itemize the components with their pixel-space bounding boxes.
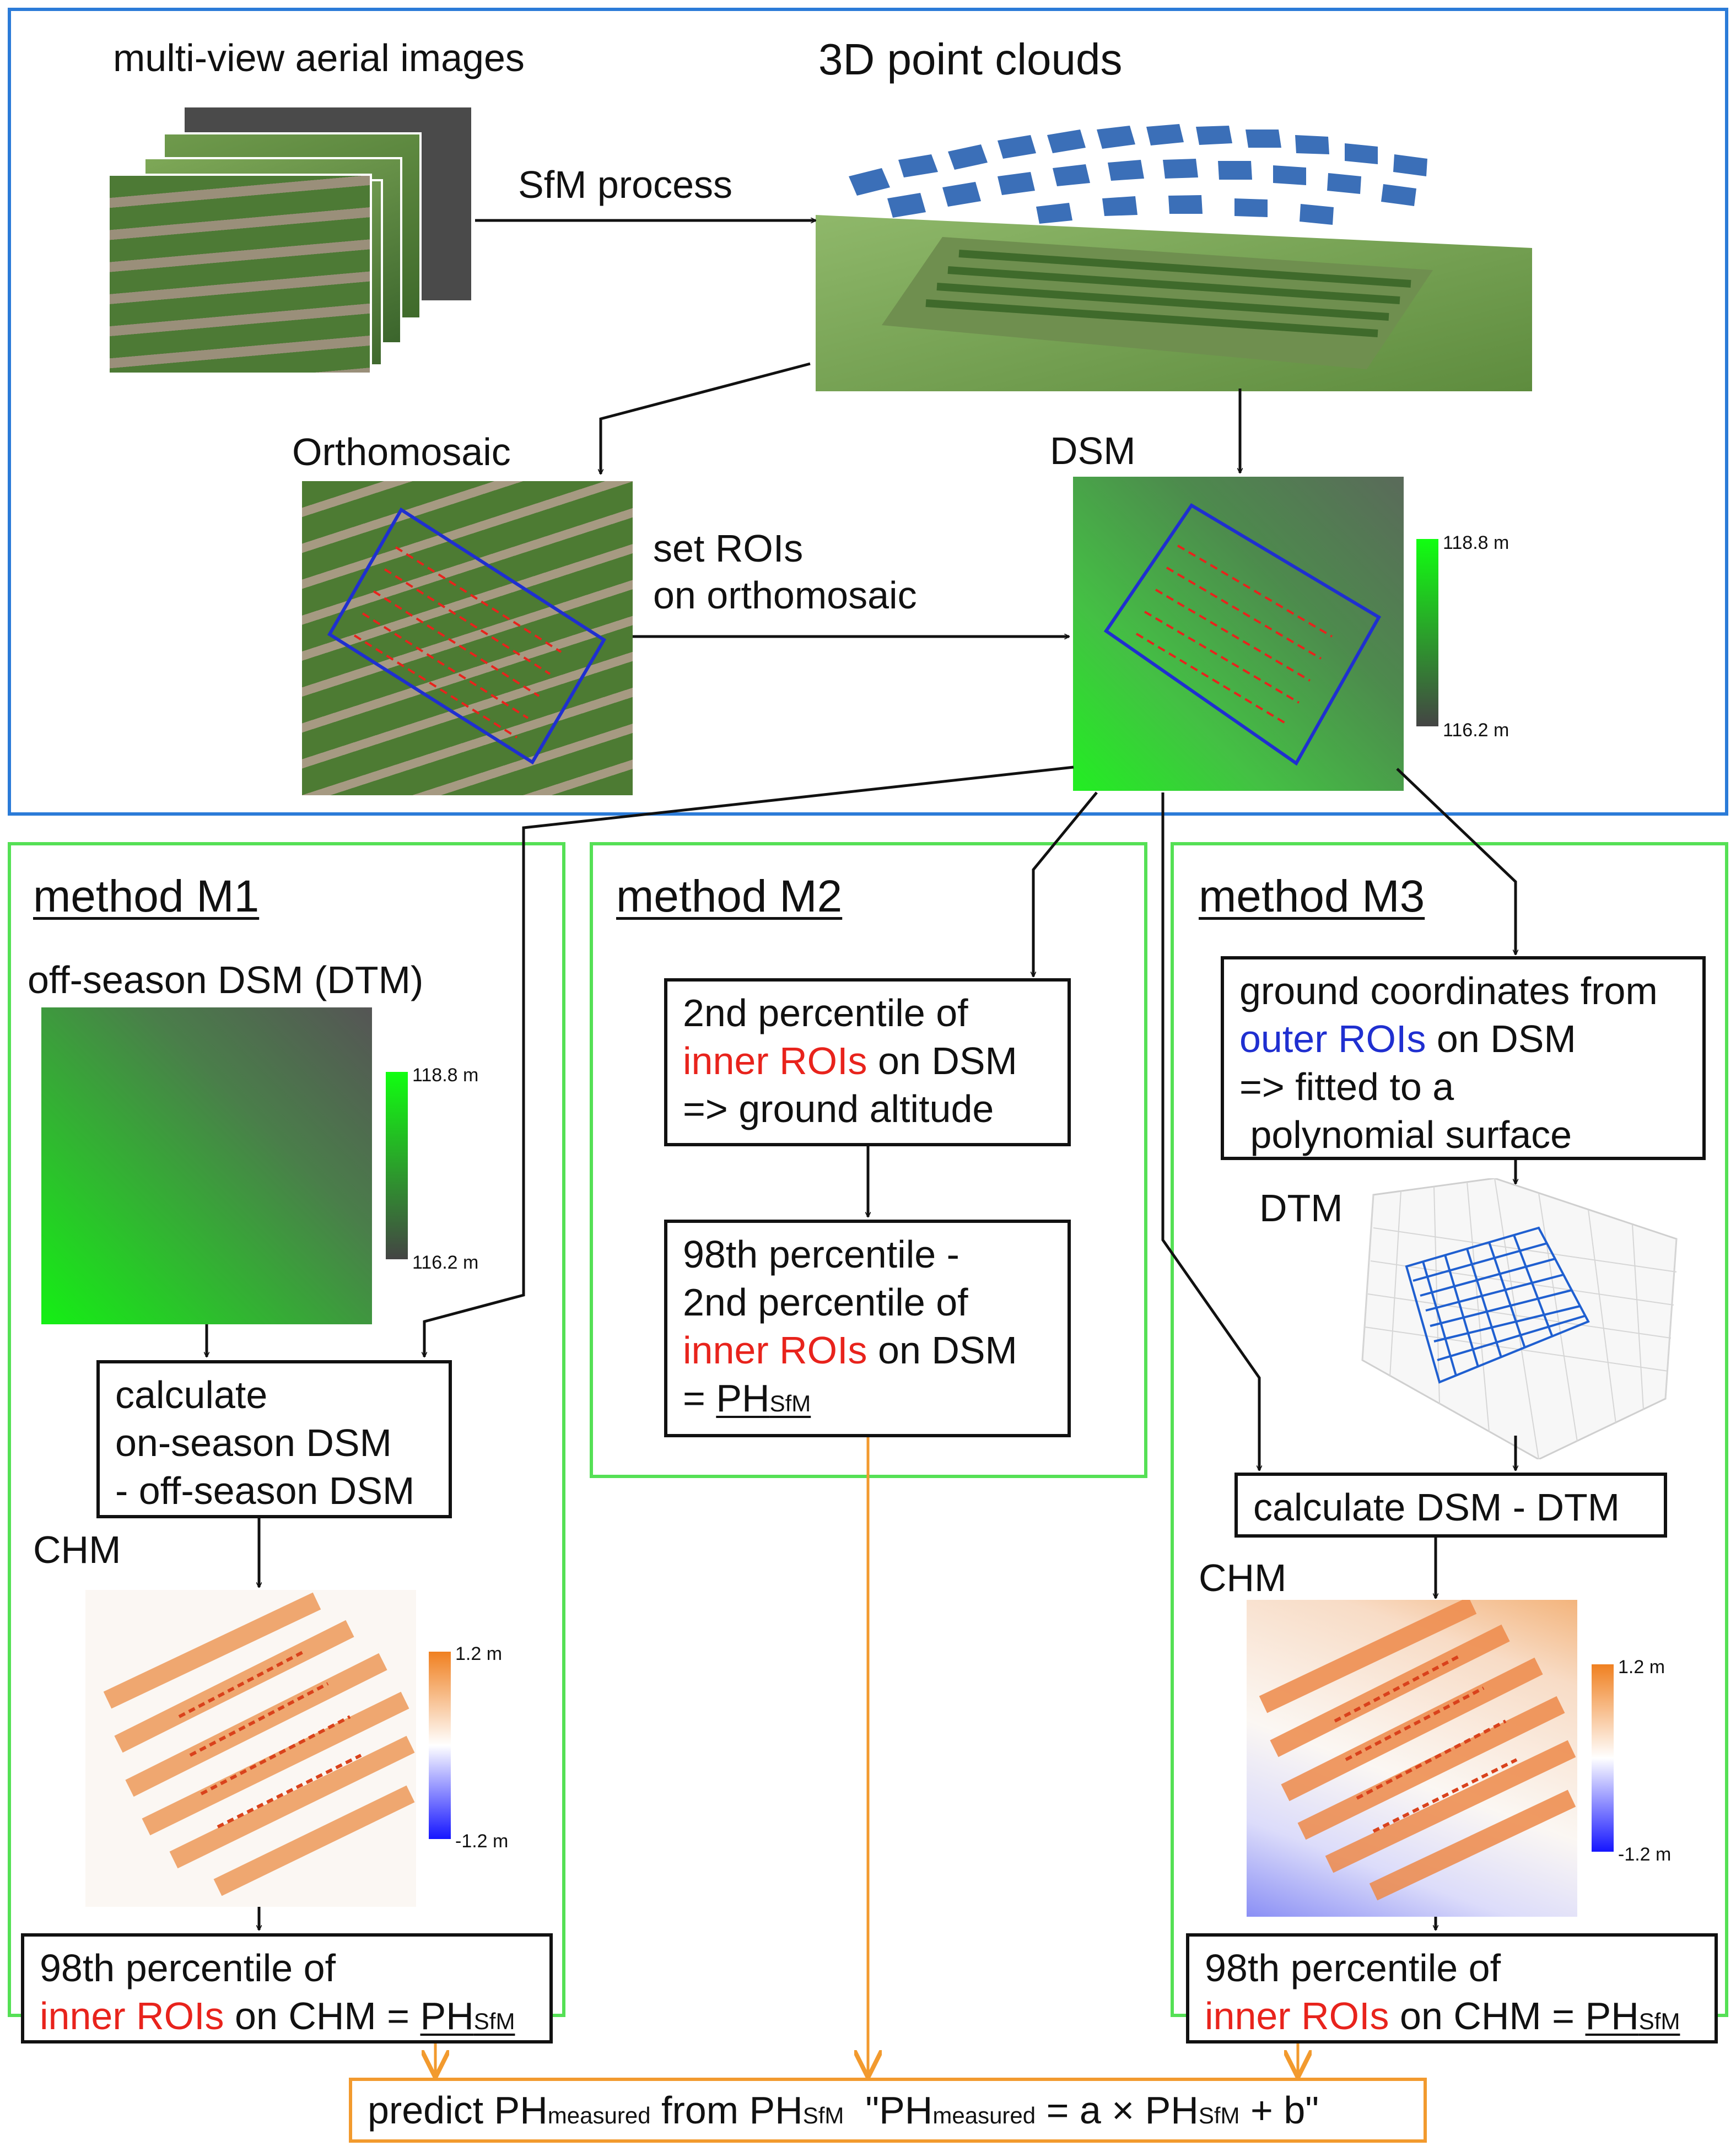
m1-result-rest: on CHM = [224, 1994, 420, 2037]
m2-b2-rest: on DSM [867, 1329, 1017, 1372]
m1-chm-image [85, 1590, 416, 1907]
aerial-image-1 [107, 174, 372, 375]
m2-ph-subscript: SfM [769, 1390, 811, 1416]
pred-sub-4: SfM [1198, 2102, 1240, 2128]
orthomosaic-label: Orthomosaic [292, 430, 511, 473]
m2-b2-line4: = PHSfM [683, 1374, 1052, 1427]
pred-text-2: from PH [650, 2089, 803, 2132]
m3-ph-subscript: SfM [1638, 2008, 1680, 2034]
pred-text-5: + b" [1239, 2089, 1319, 2132]
m3-calc-text: calculate DSM - DTM [1253, 1486, 1620, 1529]
m2-ph-sfm: PHSfM [716, 1377, 811, 1420]
arrow-to-orthomosaic [601, 362, 811, 474]
arrow-to-m2 [1033, 791, 1098, 977]
m3-chm-colorbar [1592, 1664, 1614, 1852]
point-cloud-image [816, 110, 1532, 391]
m1-ph-text: PH [420, 1994, 474, 2037]
m3-b1-line2: outer ROIs on DSM [1239, 1015, 1687, 1063]
m3-chm-colorbar-max: 1.2 m [1618, 1657, 1665, 1678]
m2-b1-line2: inner ROIs on DSM [683, 1037, 1052, 1085]
m1-off-season-dsm-label: off-season DSM (DTM) [28, 958, 424, 1001]
arrow-to-m3-calc [1161, 792, 1259, 1470]
m1-dtm-colorbar-max: 118.8 m [412, 1065, 479, 1086]
m3-ph-sfm: PHSfM [1586, 1994, 1680, 2037]
m3-chm-label: CHM [1199, 1556, 1287, 1599]
arrow-to-m3-coords [1396, 768, 1516, 955]
method-m3-title: method M3 [1199, 871, 1425, 921]
m2-b2-line3: inner ROIs on DSM [683, 1327, 1052, 1374]
aerial-image-stack [107, 107, 482, 378]
dsm-image [1073, 477, 1404, 791]
m2-b1-line3: => ground altitude [683, 1087, 994, 1130]
m3-result-box: 98th percentile of inner ROIs on CHM = P… [1186, 1933, 1718, 2043]
m1-ph-subscript: SfM [473, 2008, 515, 2034]
m2-b2-line2: 2nd percentile of [683, 1281, 968, 1324]
pred-sub-3: measured [932, 2102, 1036, 2128]
m1-calc-line2: on-season DSM [115, 1421, 392, 1464]
m2-b1-line1: 2nd percentile of [683, 991, 968, 1034]
pred-sub-1: measured [547, 2102, 651, 2128]
arrow-to-m1 [424, 765, 1074, 1357]
m1-dtm-colorbar [386, 1072, 408, 1259]
m1-result-line2: inner ROIs on CHM = PHSfM [40, 1992, 534, 2045]
m3-b1-rest: on DSM [1426, 1017, 1576, 1060]
pred-text-4: = a × PH [1036, 2089, 1199, 2132]
m3-result-line1: 98th percentile of [1205, 1947, 1501, 1989]
orthomosaic-image [302, 481, 633, 795]
m1-result-line1: 98th percentile of [40, 1947, 336, 1989]
m2-b1-rest: on DSM [867, 1039, 1017, 1082]
prediction-box: predict PHmeasured from PHSfM "PHmeasure… [349, 2078, 1427, 2143]
m2-b2-inner-rois-text: inner ROIs [683, 1329, 867, 1372]
m3-b1-line1: ground coordinates from [1239, 969, 1658, 1012]
m1-chm-colorbar-min: -1.2 m [455, 1831, 509, 1852]
dsm-label: DSM [1050, 429, 1136, 472]
m3-outer-rois-text: outer ROIs [1239, 1017, 1426, 1060]
pred-text-3: "PH [844, 2089, 933, 2132]
dsm-colorbar [1416, 539, 1438, 726]
dsm-colorbar-max: 118.8 m [1443, 532, 1509, 553]
m1-dtm-colorbar-min: 116.2 m [412, 1252, 479, 1273]
m3-chm-image [1247, 1600, 1577, 1917]
m2-b2-line1: 98th percentile - [683, 1233, 959, 1276]
sfm-process-label: SfM process [518, 163, 732, 206]
aerial-images-label: multi-view aerial images [113, 36, 525, 79]
m1-chm-label: CHM [33, 1528, 121, 1571]
set-rois-label-line2: on orthomosaic [653, 574, 917, 617]
m3-result-line2: inner ROIs on CHM = PHSfM [1205, 1992, 1699, 2045]
method-m1-title: method M1 [33, 871, 260, 921]
point-clouds-label: 3D point clouds [818, 35, 1123, 84]
m2-b1-inner-rois-text: inner ROIs [683, 1039, 867, 1082]
m1-result-box: 98th percentile of inner ROIs on CHM = P… [21, 1933, 553, 2043]
m1-inner-rois-text: inner ROIs [40, 1994, 224, 2037]
m1-calculate-box: calculate on-season DSM - off-season DSM [96, 1360, 452, 1518]
m3-ph-text: PH [1585, 1994, 1639, 2037]
m3-chm-colorbar-min: -1.2 m [1618, 1844, 1672, 1865]
m2-ground-altitude-box: 2nd percentile of inner ROIs on DSM => g… [664, 978, 1071, 1146]
m2-ph-text: PH [716, 1377, 770, 1420]
m1-calc-line1: calculate [115, 1373, 268, 1416]
m3-b1-line3: => fitted to a [1239, 1065, 1454, 1108]
m2-ph-box: 98th percentile - 2nd percentile of inne… [664, 1220, 1071, 1437]
m3-dtm-surface-plot [1357, 1177, 1688, 1460]
m1-calc-line3: - off-season DSM [115, 1469, 415, 1512]
m2-b2-eq: = [683, 1377, 716, 1420]
m1-chm-colorbar-max: 1.2 m [455, 1643, 503, 1664]
m3-dtm-label: DTM [1259, 1187, 1343, 1230]
pred-text-1: predict PH [368, 2089, 548, 2132]
top-pipeline-frame [8, 8, 1728, 816]
m3-inner-rois-text: inner ROIs [1205, 1994, 1389, 2037]
m3-ground-coordinates-box: ground coordinates from outer ROIs on DS… [1221, 956, 1706, 1160]
m3-calculate-box: calculate DSM - DTM [1234, 1473, 1667, 1538]
method-m2-title: method M2 [616, 871, 843, 921]
set-rois-label-line1: set ROIs [653, 527, 804, 570]
pred-sub-2: SfM [802, 2102, 844, 2128]
m1-chm-colorbar [429, 1652, 451, 1839]
m3-result-rest: on CHM = [1389, 1994, 1586, 2037]
m1-off-season-dsm-image [41, 1007, 372, 1324]
dsm-colorbar-min: 116.2 m [1443, 720, 1509, 741]
m3-b1-line4: polynomial surface [1239, 1113, 1572, 1156]
m1-ph-sfm: PHSfM [420, 1994, 515, 2037]
